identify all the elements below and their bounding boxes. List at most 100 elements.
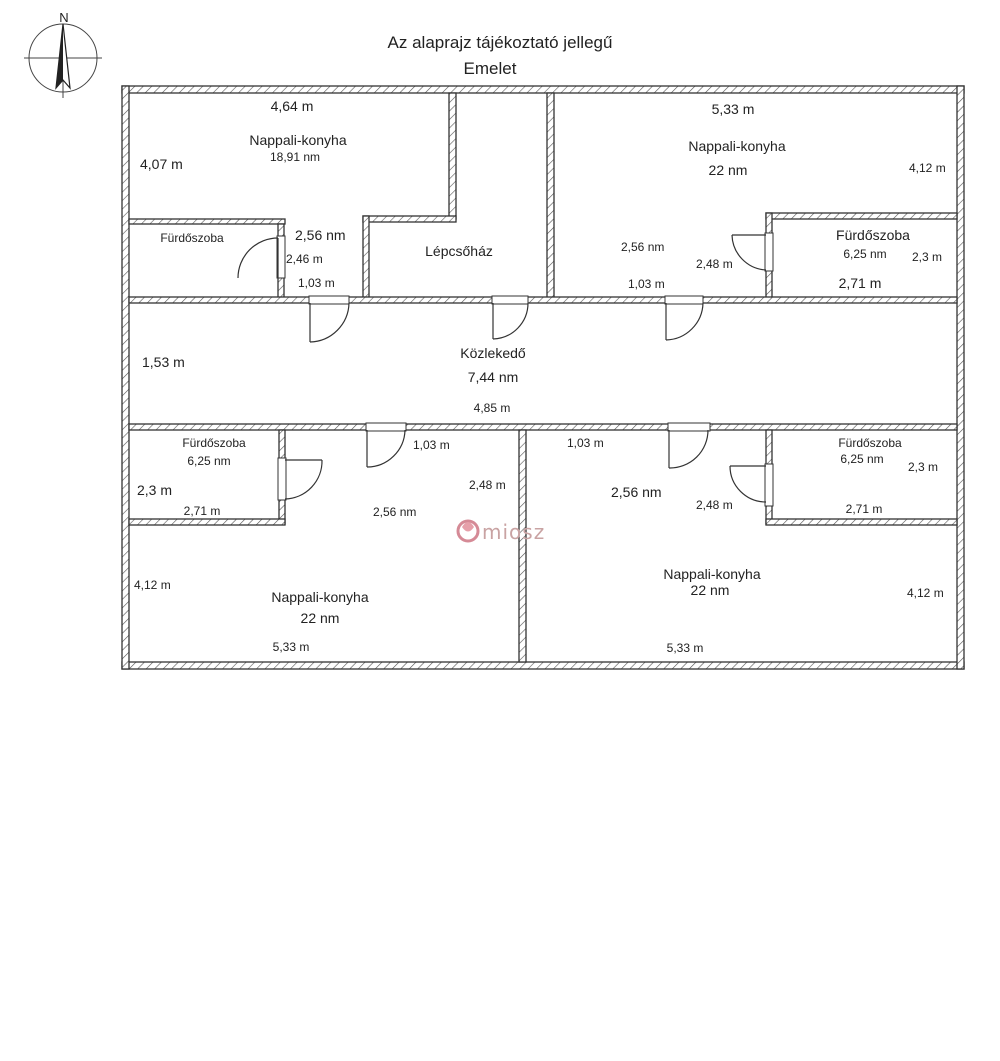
bl-hall-area: 2,56 nm	[373, 505, 416, 519]
tr-bath-d2: 2,71 m	[839, 275, 882, 291]
door-swing	[729, 465, 767, 503]
bl-living-area: 22 nm	[301, 610, 340, 626]
wall-tr-bath-top	[765, 212, 958, 220]
doors	[237, 232, 774, 507]
wall-br-bath-bottom	[765, 518, 958, 526]
compass-needle-shade	[56, 24, 63, 88]
br-living-name: Nappali-konyha	[663, 566, 760, 582]
wall-bottom-middle	[518, 429, 527, 663]
wall-stair-top	[362, 215, 457, 223]
tl-living-height: 4,07 m	[140, 156, 183, 172]
room-stair: Lépcsőház	[425, 243, 493, 259]
tl-living-width: 4,64 m	[271, 98, 314, 114]
tl-bath-name: Fürdőszoba	[160, 231, 224, 245]
compass: N	[24, 10, 102, 98]
br-bath-d1: 2,3 m	[908, 460, 938, 474]
wall-corridor-bottom	[128, 423, 958, 431]
tl-hall-d1: 2,46 m	[286, 252, 323, 266]
watermark: miosz	[456, 519, 545, 544]
corridor-height: 1,53 m	[142, 354, 185, 370]
walls	[121, 85, 965, 670]
stair-name: Lépcsőház	[425, 243, 493, 259]
door-opening	[764, 463, 774, 507]
bl-hall-d1: 1,03 m	[413, 438, 450, 452]
watermark-logo-icon	[456, 519, 480, 543]
room-br-living: Nappali-konyha 22 nm 4,12 m 5,33 m	[663, 566, 943, 655]
wall-outer-left	[121, 85, 130, 670]
door-swing	[309, 302, 350, 343]
bl-living-height: 4,12 m	[134, 578, 171, 592]
door-opening	[276, 235, 286, 279]
room-tr-hall: 2,56 nm 2,48 m 1,03 m	[621, 240, 733, 291]
wall-outer-right	[956, 85, 965, 670]
br-bath-name: Fürdőszoba	[838, 436, 902, 450]
tr-living-name: Nappali-konyha	[688, 138, 785, 154]
floor-name: Emelet	[464, 59, 517, 78]
tr-hall-d1: 2,48 m	[696, 257, 733, 271]
watermark-text: miosz	[482, 520, 545, 544]
door-opening	[664, 295, 704, 305]
door-swing	[492, 302, 529, 340]
tr-bath-name: Fürdőszoba	[836, 227, 910, 243]
door-swing	[284, 459, 323, 500]
plan-title: Az alaprajz tájékoztató jellegű	[388, 33, 613, 52]
door-opening	[491, 295, 529, 305]
bl-living-width: 5,33 m	[273, 640, 310, 654]
tl-living-name: Nappali-konyha	[249, 132, 346, 148]
room-bl-hall: 1,03 m 2,48 m 2,56 nm	[373, 438, 506, 519]
tr-living-area: 22 nm	[709, 162, 748, 178]
wall-stair-right	[546, 92, 555, 299]
room-tl-bath: Fürdőszoba	[160, 231, 224, 245]
tr-bath-area: 6,25 nm	[843, 247, 886, 261]
room-tr-bath: Fürdőszoba 6,25 nm 2,3 m 2,71 m	[836, 227, 942, 291]
wall-corridor-top	[128, 296, 958, 304]
room-br-bath: Fürdőszoba 6,25 nm 2,3 m 2,71 m	[838, 436, 938, 516]
bl-bath-name: Fürdőszoba	[182, 436, 246, 450]
bl-bath-d1: 2,3 m	[137, 482, 172, 498]
door-opening	[308, 295, 350, 305]
tl-hall-area: 2,56 nm	[295, 227, 346, 243]
bl-hall-d2: 2,48 m	[469, 478, 506, 492]
compass-north-label: N	[59, 10, 68, 25]
bl-bath-d2: 2,71 m	[184, 504, 221, 518]
door-opening	[667, 422, 711, 432]
br-bath-area: 6,25 nm	[840, 452, 883, 466]
tr-hall-d2: 1,03 m	[628, 277, 665, 291]
tr-living-width: 5,33 m	[712, 101, 755, 117]
room-tr-living: 5,33 m Nappali-konyha 22 nm 4,12 m	[688, 101, 945, 178]
door-swing	[366, 429, 406, 468]
corridor-width: 4,85 m	[474, 401, 511, 415]
tr-hall-area: 2,56 nm	[621, 240, 664, 254]
room-tl-hall: 2,56 nm 2,46 m 1,03 m	[286, 227, 346, 290]
tl-hall-d2: 1,03 m	[298, 276, 335, 290]
wall-outer-top	[121, 85, 965, 94]
wall-bl-bath-bottom	[128, 518, 286, 526]
br-living-area: 22 nm	[691, 582, 730, 598]
door-swing	[237, 237, 279, 279]
tl-living-area: 18,91 nm	[270, 150, 320, 164]
room-br-hall: 1,03 m 2,56 nm 2,48 m	[567, 436, 733, 512]
corridor-name: Közlekedő	[460, 345, 526, 361]
br-bath-d2: 2,71 m	[846, 502, 883, 516]
room-bl-living: 4,12 m Nappali-konyha 22 nm 5,33 m	[134, 578, 369, 654]
door-swing	[668, 429, 709, 469]
wall-stair-left	[362, 215, 370, 299]
tr-living-height: 4,12 m	[909, 161, 946, 175]
corridor-area: 7,44 nm	[468, 369, 519, 385]
bl-living-name: Nappali-konyha	[271, 589, 368, 605]
door-swing	[731, 234, 767, 271]
br-living-width: 5,33 m	[667, 641, 704, 655]
br-hall-area: 2,56 nm	[611, 484, 662, 500]
tr-bath-d1: 2,3 m	[912, 250, 942, 264]
wall-outer-bottom	[121, 661, 965, 670]
room-bl-bath: Fürdőszoba 6,25 nm 2,3 m 2,71 m	[137, 436, 246, 518]
door-opening	[365, 422, 407, 432]
door-opening	[277, 457, 287, 501]
door-swing	[665, 302, 704, 341]
door-opening	[764, 232, 774, 272]
room-corridor: Közlekedő 7,44 nm 1,53 m 4,85 m	[142, 345, 526, 415]
bl-bath-area: 6,25 nm	[187, 454, 230, 468]
br-hall-d2: 2,48 m	[696, 498, 733, 512]
room-tl-living: 4,64 m Nappali-konyha 18,91 nm 4,07 m	[140, 98, 347, 172]
